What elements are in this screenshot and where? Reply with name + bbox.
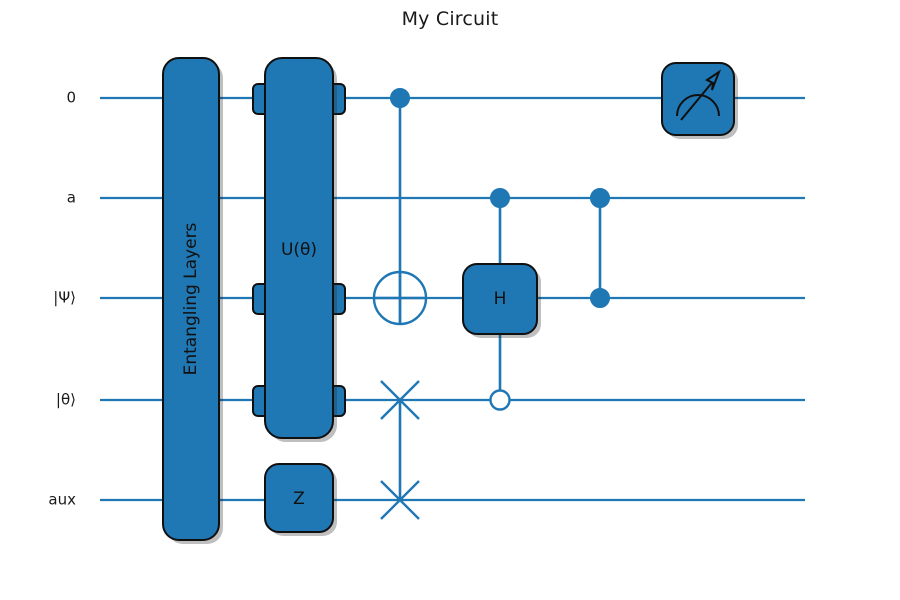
z-gate-label: Z bbox=[293, 489, 305, 509]
cz-control-dot-psi[interactable] bbox=[590, 288, 610, 308]
wire-label-a: a bbox=[67, 189, 76, 207]
page-title: My Circuit bbox=[401, 8, 499, 30]
gate-cnot[interactable] bbox=[372, 88, 428, 326]
gate-u-theta[interactable]: U(θ) bbox=[252, 57, 346, 442]
wire-label-theta: |θ⟩ bbox=[56, 391, 76, 409]
h-anticontrol-open-theta[interactable] bbox=[489, 389, 511, 411]
cnot-control-dot[interactable] bbox=[390, 88, 410, 108]
u-theta-label: U(θ) bbox=[281, 240, 317, 260]
entangling-layers-box[interactable] bbox=[162, 57, 220, 541]
wire-label-psi: |Ψ⟩ bbox=[53, 289, 76, 307]
h-gate-label: H bbox=[494, 289, 507, 309]
gate-cz[interactable] bbox=[590, 188, 610, 308]
gate-z[interactable]: Z bbox=[264, 463, 337, 536]
meter-needle bbox=[680, 78, 716, 121]
h-control-dot-a[interactable] bbox=[490, 188, 510, 208]
cz-control-dot-a[interactable] bbox=[590, 188, 610, 208]
swap-x-theta-b[interactable] bbox=[380, 380, 420, 420]
wire-labels-group: 0 a |Ψ⟩ |θ⟩ aux bbox=[48, 89, 76, 509]
z-gate-box[interactable] bbox=[264, 463, 334, 533]
u-theta-box[interactable] bbox=[264, 57, 334, 439]
gate-swap[interactable] bbox=[380, 380, 420, 520]
h-gate-box[interactable] bbox=[462, 263, 538, 335]
meter-icon bbox=[676, 69, 722, 121]
gate-h[interactable]: H bbox=[462, 188, 541, 411]
gate-measure[interactable] bbox=[661, 62, 738, 139]
wire-label-0: 0 bbox=[66, 89, 76, 107]
swap-x-aux-b[interactable] bbox=[380, 480, 420, 520]
wire-label-aux: aux bbox=[48, 491, 76, 509]
meter-arrowhead bbox=[705, 69, 722, 91]
meter-arc bbox=[676, 94, 720, 117]
gate-entangling-layers[interactable]: Entangling Layers bbox=[162, 57, 223, 544]
entangling-layers-label: Entangling Layers bbox=[181, 222, 201, 375]
